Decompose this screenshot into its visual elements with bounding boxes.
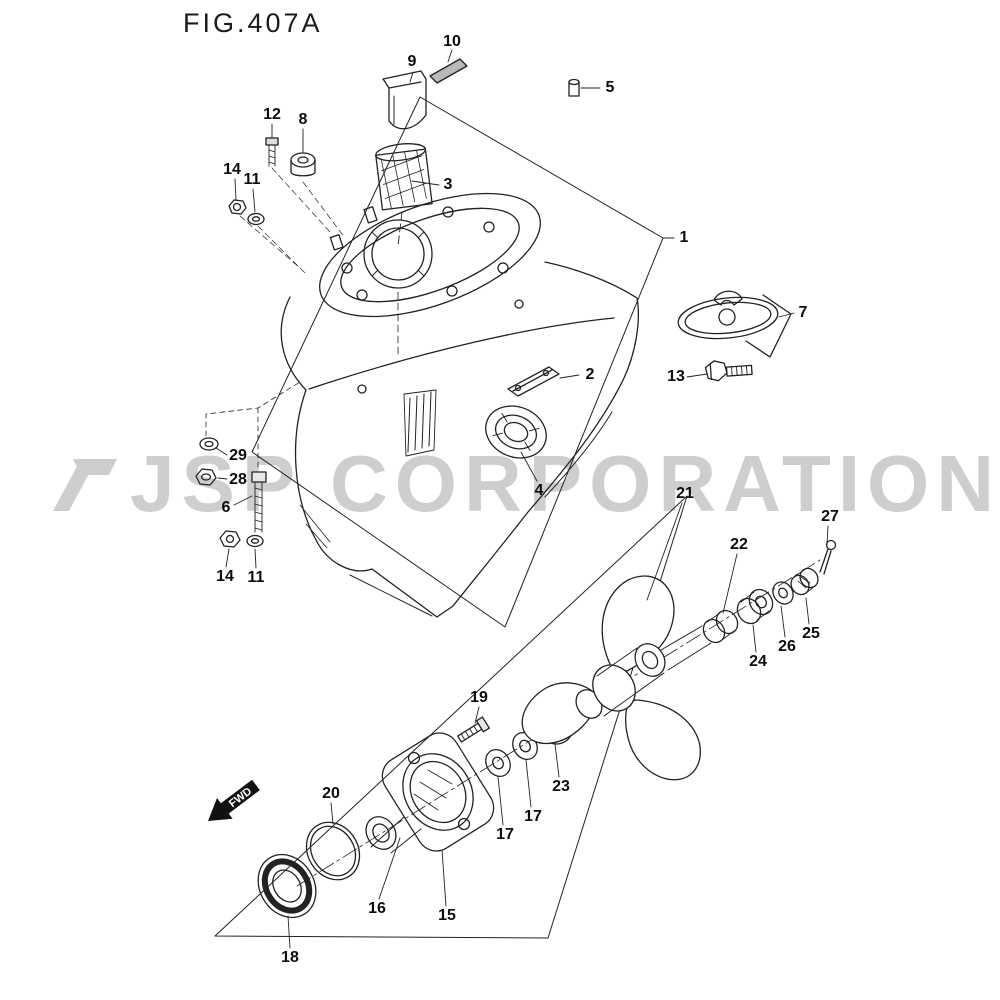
- part-11-washer-lower: [246, 534, 264, 548]
- part-17-washer-a: [485, 749, 511, 777]
- guide-box-lower: [214, 495, 688, 939]
- fwd-arrow: [208, 779, 260, 822]
- part-11-washer-upper: [247, 212, 265, 226]
- part-26-washer: [772, 581, 794, 605]
- part-27-cotter-pin: [819, 539, 837, 575]
- part-2-bracket: [507, 366, 560, 397]
- part-24-nut: [736, 588, 774, 625]
- part-29-washer: [199, 437, 219, 451]
- part-8-bushing: [290, 152, 316, 177]
- part-9-anode: [382, 70, 427, 130]
- part-4-bearing: [485, 405, 547, 459]
- part-14-nut-lower: [219, 530, 241, 548]
- part-13-bolt: [704, 360, 753, 382]
- construction-lines-top: [239, 167, 346, 275]
- guide-box-upper: [251, 96, 664, 628]
- part-3-bearing: [375, 143, 433, 211]
- part-5-pin: [568, 78, 580, 97]
- part-7-impeller-plate: [677, 290, 792, 358]
- part-19-bolt: [457, 716, 490, 743]
- construction-lines-left: [205, 381, 301, 469]
- part-20-oring: [305, 821, 361, 881]
- callout-leader-lines: [215, 49, 829, 949]
- part-10-key: [429, 58, 468, 84]
- part-22-spacer: [702, 609, 739, 644]
- part-14-nut-upper: [228, 199, 247, 215]
- part-6-bolt: [251, 471, 267, 533]
- part-28-nut: [195, 468, 217, 486]
- propeller: [521, 575, 712, 781]
- part-25-spacer: [790, 567, 819, 596]
- part-18-seal: [257, 853, 317, 919]
- figure-title: FIG.407A: [183, 8, 323, 38]
- part-16-bearing-carrier: [365, 732, 495, 854]
- gearcase-flange: [319, 192, 541, 318]
- part-12-bolt: [265, 137, 279, 167]
- gearcase-body: [280, 261, 639, 618]
